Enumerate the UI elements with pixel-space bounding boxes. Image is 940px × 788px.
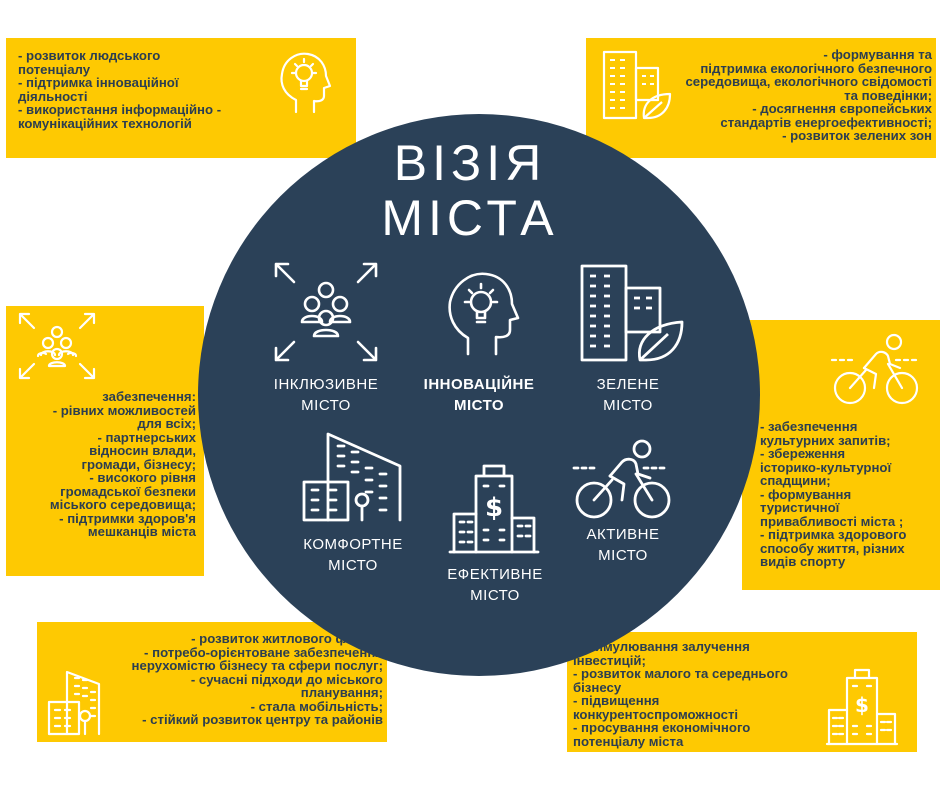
box-line: та поведінки; (844, 87, 932, 103)
box-line: - розвиток зелених зон (782, 128, 932, 143)
buildings-tree-icon (47, 670, 101, 736)
caption-line: ІНКЛЮЗИВНЕ (273, 376, 379, 393)
box-line: історико-культурної (760, 459, 892, 475)
box-line: підтримка екологічного безпечного (700, 60, 932, 76)
box-line: привабливості міста ; (760, 513, 904, 529)
box-line: способу життя, різних (760, 540, 905, 556)
caption-line: МІСТО (470, 587, 520, 604)
people-arrows-icon (18, 312, 96, 380)
box-line: - досягнення європейських (752, 101, 932, 116)
box-line: середовища, екологічного свідомості (685, 74, 932, 89)
box-line: туристичної (760, 500, 840, 515)
caption-line: АКТИВНЕ (586, 526, 660, 543)
active-box: - забезпечення культурних запитів; - збе… (742, 320, 940, 590)
caption-line: ЗЕЛЕНЕ (596, 376, 660, 393)
box-line: громадської безпеки (60, 483, 196, 499)
caption-line: ЕФЕКТИВНЕ (447, 566, 543, 583)
box-line: видів спорту (760, 554, 846, 569)
box-line: для всіх; (137, 416, 196, 431)
box-line: - розвиток людського (18, 48, 161, 63)
box-line: - підтримки здоров'я (59, 510, 196, 526)
caption-inclusive: ІНКЛЮЗИВНЕ МІСТО (252, 374, 400, 416)
building-leaf-icon (580, 264, 684, 362)
box-line: - використання інформаційно - (18, 102, 222, 117)
box-line: потенціалу міста (573, 733, 684, 749)
box-line: - підтримка інноваційної (18, 75, 179, 90)
box-line: міського середовища; (49, 497, 196, 512)
building-leaf-icon (602, 50, 672, 120)
box-line: - просування економічного (573, 720, 751, 735)
box-line: нерухомістю бізнесу та сфери послуг; (131, 658, 383, 673)
caption-line: МІСТО (453, 397, 505, 414)
box-line: - потребо-орієнтоване забезпечення (144, 644, 383, 660)
box-line: мешканців міста (87, 524, 196, 539)
caption-line: ІННОВАЦІЙНЕ (423, 376, 535, 393)
caption-active: АКТИВНЕ МІСТО (548, 524, 698, 566)
caption-line: МІСТО (598, 547, 648, 564)
comfortable-box: - розвиток житлового фонду; - потребо-ор… (37, 622, 387, 742)
box-line: потенціалу (18, 61, 91, 77)
box-line: - стійкий розвиток центру та районів (142, 712, 383, 727)
box-line: - формування (760, 486, 852, 502)
building-dollar-icon: $ (448, 464, 540, 554)
buildings-tree-icon (302, 432, 402, 522)
box-line: - високого рівня (89, 470, 196, 485)
box-line: - формування та (823, 47, 932, 62)
box-line: діяльності (18, 88, 88, 104)
caption-line: КОМФОРТНЕ (303, 536, 403, 553)
box-line: - підтримка здорового (760, 527, 907, 542)
caption-comfortable: КОМФОРТНЕ МІСТО (276, 534, 430, 576)
box-line: інвестицій; (573, 652, 646, 668)
title-line-2: МІСТА (381, 190, 559, 246)
green-box: - формування та підтримка екологічного б… (586, 38, 936, 158)
title-line-1: ВІЗІЯ (393, 135, 547, 191)
box-line: культурних запитів; (760, 432, 891, 448)
box-line: - стимулювання залучення (573, 639, 750, 654)
box-line: конкурентоспроможності (573, 706, 739, 722)
caption-green: ЗЕЛЕНЕ МІСТО (554, 374, 702, 416)
people-arrows-icon (274, 262, 378, 362)
head-lightbulb-icon (280, 52, 332, 114)
caption-innovative: ІННОВАЦІЙНЕ МІСТО (404, 374, 554, 416)
head-lightbulb-icon (448, 272, 520, 356)
efficient-box: - стимулювання залучення інвестицій; - р… (567, 632, 917, 752)
box-line: комунікаційних технологій (18, 115, 192, 131)
box-line: бізнесу (573, 679, 622, 695)
svg-text:$: $ (485, 493, 503, 523)
box-line: - партнерських (97, 429, 196, 445)
box-line: - сучасні підходи до міського (190, 671, 383, 687)
inclusive-box: забезпечення: - рівних можливостей для в… (6, 306, 204, 576)
box-line: - підвищення (573, 693, 660, 708)
caption-line: МІСТО (603, 397, 653, 414)
caption-line: МІСТО (328, 557, 378, 574)
box-line: - збереження (760, 446, 846, 461)
cyclist-icon (572, 439, 671, 519)
box-line: стандартів енергоефективності; (720, 114, 932, 130)
box-line: - розвиток малого та середнього (573, 666, 788, 681)
box-line: - стала мобільність; (250, 698, 383, 714)
innovative-box: - розвиток людського потенціалу - підтри… (6, 38, 356, 158)
box-line: планування; (300, 685, 383, 700)
cyclist-icon (830, 333, 919, 405)
caption-efficient: ЕФЕКТИВНЕ МІСТО (420, 564, 570, 606)
box-line: відносин влади, (89, 443, 196, 458)
box-line: - рівних можливостей (52, 402, 196, 418)
svg-text:$: $ (855, 693, 869, 717)
building-dollar-icon: $ (825, 668, 899, 746)
box-line: спадщини; (760, 473, 831, 488)
vision-circle (198, 114, 760, 676)
box-line: громади, бізнесу; (81, 456, 196, 472)
box-line: - забезпечення (760, 419, 858, 434)
caption-line: МІСТО (301, 397, 351, 414)
box-line: забезпечення: (102, 389, 196, 404)
